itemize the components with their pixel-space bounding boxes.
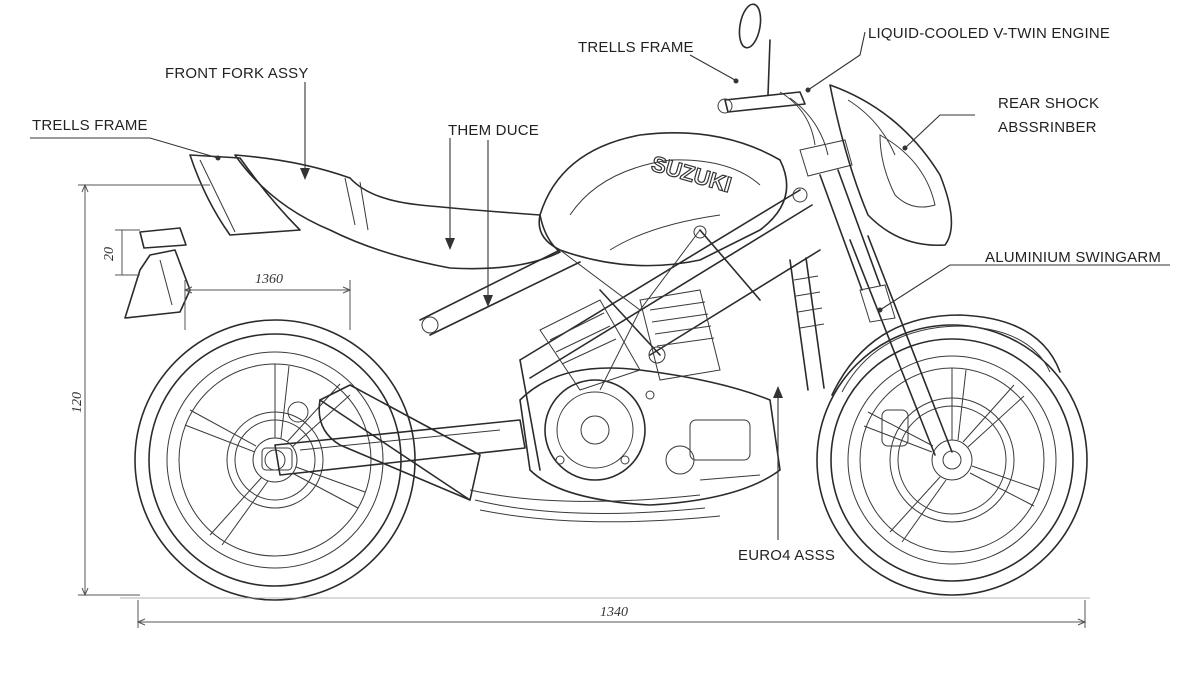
- callout-rear-shock-line2: ABSSRINBER: [998, 119, 1097, 136]
- callout-euro4: EURO4 ASSS: [738, 547, 835, 564]
- v-twin-engine: [519, 289, 781, 506]
- front-wheel: [816, 314, 1088, 596]
- fuel-tank: SUZUKI: [538, 131, 788, 267]
- exhaust: [318, 384, 721, 523]
- dim-overall-length: 1340: [600, 605, 628, 620]
- rear-wheel: [134, 319, 416, 601]
- callout-swingarm: ALUMINIUM SWINGARM: [985, 249, 1161, 266]
- front-fork: [799, 139, 953, 456]
- callout-front-fork: FRONT FORK ASSY: [165, 65, 309, 82]
- dimension-lines: [78, 183, 1090, 628]
- dim-wheelbase-upper: 1360: [255, 272, 283, 287]
- dim-seat-height: 20: [102, 247, 117, 261]
- trellis-frame: [419, 187, 821, 471]
- swingarm: [261, 401, 526, 476]
- dim-overall-height: 120: [70, 392, 85, 413]
- callout-engine: LIQUID-COOLED V-TWIN ENGINE: [868, 25, 1110, 42]
- rear-shock: [789, 257, 825, 391]
- seat-and-tail: [124, 154, 561, 319]
- leader-lines: [30, 31, 1170, 540]
- front-fairing: [829, 84, 953, 247]
- leader-endpoints: [215, 78, 908, 398]
- callout-them-duce: THEM DUCE: [448, 122, 539, 139]
- handlebar: [717, 3, 829, 156]
- callout-trells-frame-left: TRELLS FRAME: [32, 117, 148, 134]
- brand-logo: SUZUKI: [649, 151, 735, 198]
- callout-rear-shock-line1: REAR SHOCK: [998, 95, 1099, 112]
- callout-trells-frame-top: TRELLS FRAME: [578, 39, 694, 56]
